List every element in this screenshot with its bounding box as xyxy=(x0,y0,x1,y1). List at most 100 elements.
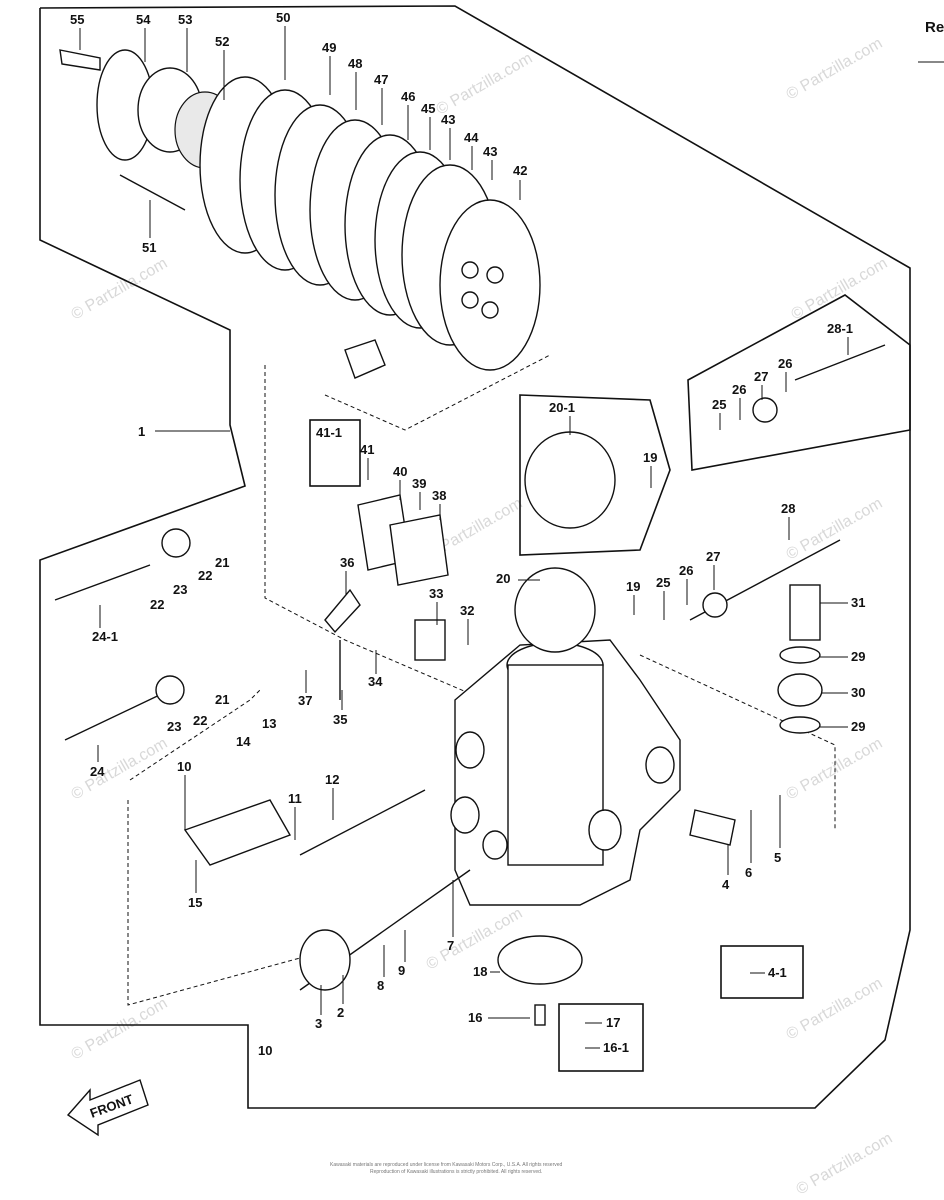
callout-21b: 21 xyxy=(215,692,229,707)
screw-part-31 xyxy=(789,584,821,641)
lever-subgroup-outline xyxy=(127,800,301,1006)
callout-21: 21 xyxy=(215,555,229,570)
float-bowl-subgroup-outline xyxy=(639,654,836,830)
callout-43: 43 xyxy=(441,112,455,127)
callout-10b: 10 xyxy=(258,1043,272,1058)
callout-10: 10 xyxy=(177,759,191,774)
callout-43b: 43 xyxy=(483,144,497,159)
callout-27: 27 xyxy=(754,369,768,384)
callout-22b: 22 xyxy=(150,597,164,612)
callout-30: 30 xyxy=(851,685,865,700)
spacer-part-30 xyxy=(777,673,823,707)
callout-14: 14 xyxy=(236,734,251,749)
plate-part-18 xyxy=(497,935,583,985)
callout-23b: 23 xyxy=(167,719,181,734)
callout-33: 33 xyxy=(429,586,443,601)
callout-51: 51 xyxy=(142,240,156,255)
spring-part-3 xyxy=(299,929,351,991)
callout-4-1: 4-1 xyxy=(768,965,787,980)
callout-53: 53 xyxy=(178,12,192,27)
callout-54: 54 xyxy=(136,12,151,27)
footer-line-2: Reproduction of Kawasaki illustrations i… xyxy=(370,1169,542,1175)
bolt-part-51 xyxy=(119,174,186,211)
shaft-part-12 xyxy=(299,789,426,856)
screw-part-16 xyxy=(534,1004,546,1026)
callout-6: 6 xyxy=(745,865,752,880)
callout-26: 26 xyxy=(732,382,746,397)
callout-29b: 29 xyxy=(851,719,865,734)
callout-18: 18 xyxy=(473,964,487,979)
callout-35: 35 xyxy=(333,712,347,727)
callout-12: 12 xyxy=(325,772,339,787)
callout-20-1: 20-1 xyxy=(549,400,575,415)
watermark: © Partzilla.com xyxy=(784,975,886,1044)
lever-part-10 xyxy=(183,799,292,866)
callout-19b: 19 xyxy=(626,579,640,594)
inset-box-16-1 xyxy=(558,1003,644,1072)
callout-5: 5 xyxy=(774,850,781,865)
inset-box-28-1 xyxy=(687,294,911,471)
callout-48: 48 xyxy=(348,56,362,71)
needle-part-24 xyxy=(64,689,171,741)
callout-32: 32 xyxy=(460,603,474,618)
callout-42: 42 xyxy=(513,163,527,178)
callout-4: 4 xyxy=(722,877,730,892)
watermark: © Partzilla.com xyxy=(784,495,886,564)
watermark: © Partzilla.com xyxy=(784,35,886,104)
footer-line-1: Kawasaki materials are reproduced under … xyxy=(330,1162,563,1168)
callout-26c: 26 xyxy=(679,563,693,578)
callout-27b: 27 xyxy=(706,549,720,564)
callout-50: 50 xyxy=(276,10,290,25)
watermark: © Partzilla.com xyxy=(789,255,891,324)
callout-46: 46 xyxy=(401,89,415,104)
inset-box-20-1 xyxy=(519,394,671,556)
carburetor-body xyxy=(450,639,681,906)
watermark: © Partzilla.com xyxy=(69,735,171,804)
spring-part-27 xyxy=(752,397,778,423)
callout-47: 47 xyxy=(374,72,388,87)
lever-shaft-parts xyxy=(183,588,736,1026)
cover-part-42 xyxy=(439,199,541,371)
footer: Kawasaki materials are reproduced under … xyxy=(330,1162,563,1175)
callout-52: 52 xyxy=(215,34,229,49)
leader-lines xyxy=(79,26,849,1049)
watermark: © Partzilla.com xyxy=(794,1130,896,1199)
spring-part-23b xyxy=(155,675,185,705)
top-stack-subgroup-outline xyxy=(324,354,551,431)
callout-44: 44 xyxy=(464,130,479,145)
callout-39: 39 xyxy=(412,476,426,491)
callout-49: 49 xyxy=(322,40,336,55)
spring-part-23 xyxy=(161,528,191,558)
front-arrow: FRONT xyxy=(66,1079,149,1137)
callout-38: 38 xyxy=(432,488,446,503)
corner-text: Re xyxy=(925,19,944,36)
callout-23: 23 xyxy=(173,582,187,597)
watermark: © Partzilla.com xyxy=(434,50,536,119)
seat-part-33 xyxy=(414,619,446,661)
callout-15: 15 xyxy=(188,895,202,910)
callout-layer: 55 54 53 52 50 49 48 47 46 45 43 44 43 4… xyxy=(70,10,865,1058)
spring-part-27b xyxy=(702,592,728,618)
gasket-part-38 xyxy=(389,514,449,586)
callout-13: 13 xyxy=(262,716,276,731)
callout-26b: 26 xyxy=(778,356,792,371)
watermark: © Partzilla.com xyxy=(69,255,171,324)
mechanism-subgroup-outline xyxy=(264,365,486,701)
callout-28-1: 28-1 xyxy=(827,321,853,336)
diaphragm-part-20-1 xyxy=(524,431,616,529)
screw-part-55 xyxy=(59,49,101,71)
needle-valve-parts xyxy=(54,344,886,741)
callout-29: 29 xyxy=(851,649,865,664)
needle-part-28-1 xyxy=(794,344,886,381)
callout-34: 34 xyxy=(368,674,383,689)
callout-9: 9 xyxy=(398,963,405,978)
callout-20: 20 xyxy=(496,571,510,586)
watermark: © Partzilla.com xyxy=(69,995,171,1064)
callout-16-1: 16-1 xyxy=(603,1040,629,1055)
needle-part-24-1 xyxy=(54,564,151,601)
callout-11: 11 xyxy=(288,791,302,806)
callout-28: 28 xyxy=(781,501,795,516)
callout-40: 40 xyxy=(393,464,407,479)
callout-16: 16 xyxy=(468,1010,482,1025)
lever-part-36 xyxy=(324,588,361,634)
